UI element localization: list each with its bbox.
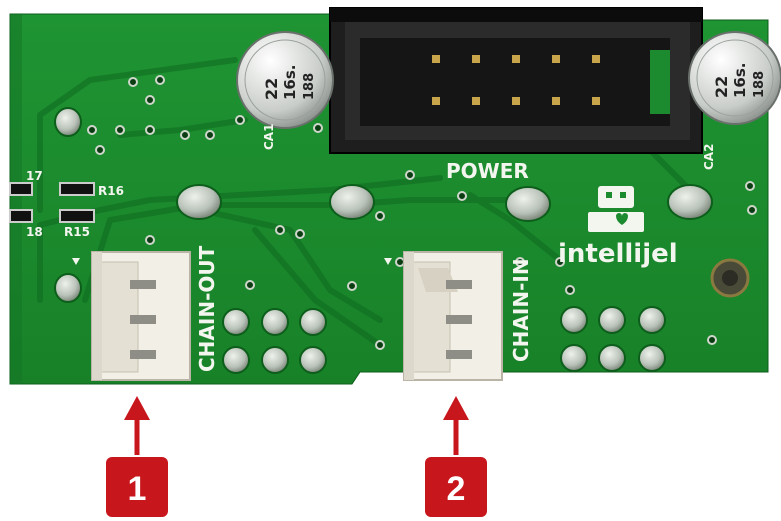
chain-in-connector [384,251,503,381]
brand-label: intellijel [558,239,678,269]
ref-ca2-label: CA2 [702,144,716,170]
callout-badge-2: 2 [425,457,487,517]
smd-resistors [9,182,95,223]
ref-r18-label: 18 [26,225,43,239]
svg-text:CHAIN-IN: CHAIN-IN [509,258,533,362]
cap-left-line3: 188 [302,73,317,100]
svg-text:CHAIN-OUT: CHAIN-OUT [195,245,219,372]
callout-arrow-2 [443,396,469,455]
capacitor-ca2: 22 16s. 188 [688,31,781,125]
cap-left-line1: 22 [262,78,281,100]
ref-r17-label: 17 [26,169,43,183]
cap-right-line2: 16s. [731,62,749,98]
solder-pads-large [54,107,713,303]
callout-number-2: 2 [447,470,466,508]
callout-badge-1: 1 [106,457,168,517]
ref-ca1-label: CA1 [262,124,276,150]
power-header-connector [329,7,703,154]
ref-r15-label: R15 [64,225,90,239]
mounting-hole [710,258,750,298]
cap-right-line1: 22 [712,76,731,98]
svg-text:CA1: CA1 [262,124,276,150]
chain-out-label: CHAIN-OUT [195,245,219,372]
svg-text:CA2: CA2 [702,144,716,170]
chain-out-connector [72,251,191,381]
vias [87,75,757,350]
power-label: POWER [446,159,529,183]
cap-left-line2: 16s. [281,64,299,100]
callout-number-1: 1 [128,470,147,508]
tht-pads-right [560,306,666,372]
header-pins [432,55,600,105]
callout-arrow-1 [124,396,150,455]
chain-in-label: CHAIN-IN [509,258,533,362]
tht-pads-left [222,308,327,374]
cap-right-line3: 188 [752,71,767,98]
intellijel-robot-icon [588,186,644,232]
capacitor-ca1: 22 16s. 188 [236,31,334,129]
ref-r16-label: R16 [98,184,124,198]
